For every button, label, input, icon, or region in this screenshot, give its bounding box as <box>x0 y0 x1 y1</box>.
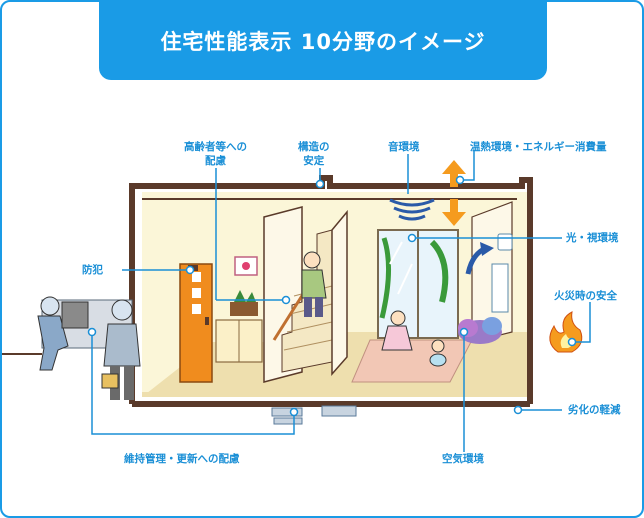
label-degradation: 劣化の軽減 <box>568 403 621 417</box>
front-door <box>180 264 212 382</box>
foundation-pipes <box>272 406 356 424</box>
label-maintenance: 維持管理・更新への配慮 <box>124 452 240 466</box>
label-light: 光・視環境 <box>566 231 619 245</box>
label-sound: 音環境 <box>388 140 420 154</box>
label-structure-line1: 構造の <box>298 140 330 154</box>
label-air: 空気環境 <box>442 452 484 466</box>
label-elderly-line1: 高齢者等への <box>184 140 247 154</box>
label-crime: 防犯 <box>82 263 103 277</box>
label-structure: 構造の 安定 <box>298 140 330 168</box>
window <box>378 230 458 338</box>
label-elderly-line2: 配慮 <box>184 154 247 168</box>
label-fire: 火災時の安全 <box>554 289 617 303</box>
label-structure-line2: 安定 <box>298 154 330 168</box>
label-elderly: 高齢者等への 配慮 <box>184 140 247 168</box>
burglars <box>38 297 140 400</box>
label-thermal: 温熱環境・エネルギー消費量 <box>470 140 607 154</box>
fire-icon <box>550 312 582 352</box>
